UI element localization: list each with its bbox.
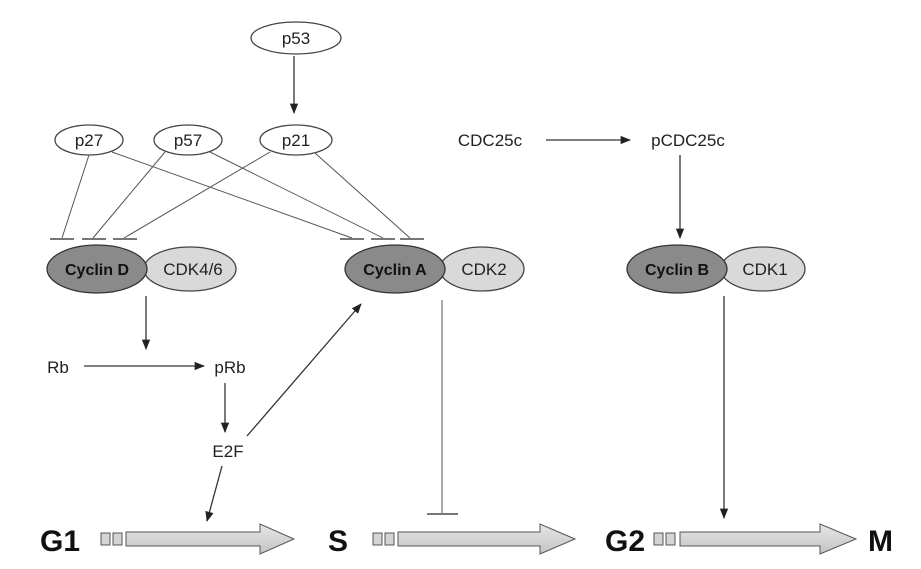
phase-arrow-g2-m xyxy=(653,523,858,555)
inhibit-p21-cyclin-a xyxy=(314,152,411,239)
p27-node: p27 xyxy=(54,124,124,156)
arrow-e2f-to-cyclin-a xyxy=(246,303,362,437)
cyclin-a-node xyxy=(344,244,446,294)
phase-m-label: M xyxy=(868,525,893,558)
prb-label: pRb xyxy=(214,358,245,377)
p53-label: p53 xyxy=(282,29,310,48)
p53-node: p53 xyxy=(250,21,342,55)
phase-arrow-g1-s xyxy=(100,523,296,555)
cdc25c-label: CDC25c xyxy=(458,131,523,150)
cyclin-d-cdk46-complex: Cyclin D CDK4/6 xyxy=(46,244,237,294)
inhibit-p27-cyclin-d xyxy=(61,154,90,239)
inhibit-p57-cyclin-a xyxy=(209,151,384,239)
phase-arrow-s-g2 xyxy=(372,523,577,555)
p57-label: p57 xyxy=(174,131,202,150)
phase-g1-label: G1 xyxy=(40,525,80,558)
cyclin-d-node xyxy=(46,244,148,294)
p21-node: p21 xyxy=(259,124,333,156)
cdk2-label: CDK2 xyxy=(461,260,506,279)
cdk46-label: CDK4/6 xyxy=(163,260,223,279)
inhibit-p57-cyclin-d xyxy=(92,151,166,239)
phase-s-label: S xyxy=(328,525,348,558)
inhibit-p21-cyclin-d xyxy=(123,151,271,239)
cyclin-d-label: Cyclin D xyxy=(65,262,129,279)
phase-g2-label: G2 xyxy=(605,525,645,558)
inhibit-p27-cyclin-a xyxy=(111,151,353,239)
p57-node: p57 xyxy=(153,124,223,156)
cyclin-a-label: Cyclin A xyxy=(363,262,427,279)
e2f-label: E2F xyxy=(212,442,243,461)
p21-label: p21 xyxy=(282,131,310,150)
cyclin-b-cdk1-complex: Cyclin B CDK1 xyxy=(626,244,806,294)
rb-label: Rb xyxy=(47,358,69,377)
cyclin-b-label: Cyclin B xyxy=(645,262,709,279)
pcdc25c-label: pCDC25c xyxy=(651,131,725,150)
cyclin-a-cdk2-complex: Cyclin A CDK2 xyxy=(344,244,525,294)
p27-label: p27 xyxy=(75,131,103,150)
cdk1-label: CDK1 xyxy=(742,260,787,279)
arrow-e2f-to-g1-s xyxy=(205,465,223,523)
cyclin-b-node xyxy=(626,244,728,294)
